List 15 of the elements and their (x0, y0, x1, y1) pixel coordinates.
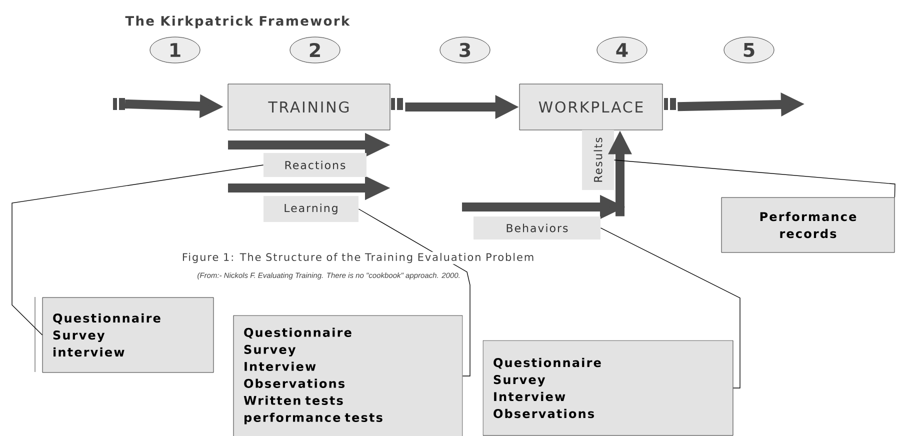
level-label: Learning (264, 196, 358, 222)
method-box: Performance records (721, 197, 895, 253)
method-box: Questionnaire Survey Interview Observations Written tests performance tests (233, 315, 463, 436)
title: The Kirkpatrick Framework (125, 16, 350, 28)
leader-line (600, 228, 740, 388)
level-label: Results (582, 130, 614, 190)
level-label: Reactions (264, 153, 366, 177)
leader-line (614, 160, 896, 198)
caption: Figure 1: The Structure of the Training Evaluation Problem (180, 252, 536, 264)
method-box: Questionnaire Survey Interview Observations (482, 340, 734, 436)
method-box: Questionnaire Survey interview (42, 297, 214, 373)
leader-line (12, 164, 264, 336)
leader-line (358, 208, 470, 376)
stage-box: TRAINING (228, 84, 390, 130)
level-label: Behaviors (474, 216, 600, 240)
